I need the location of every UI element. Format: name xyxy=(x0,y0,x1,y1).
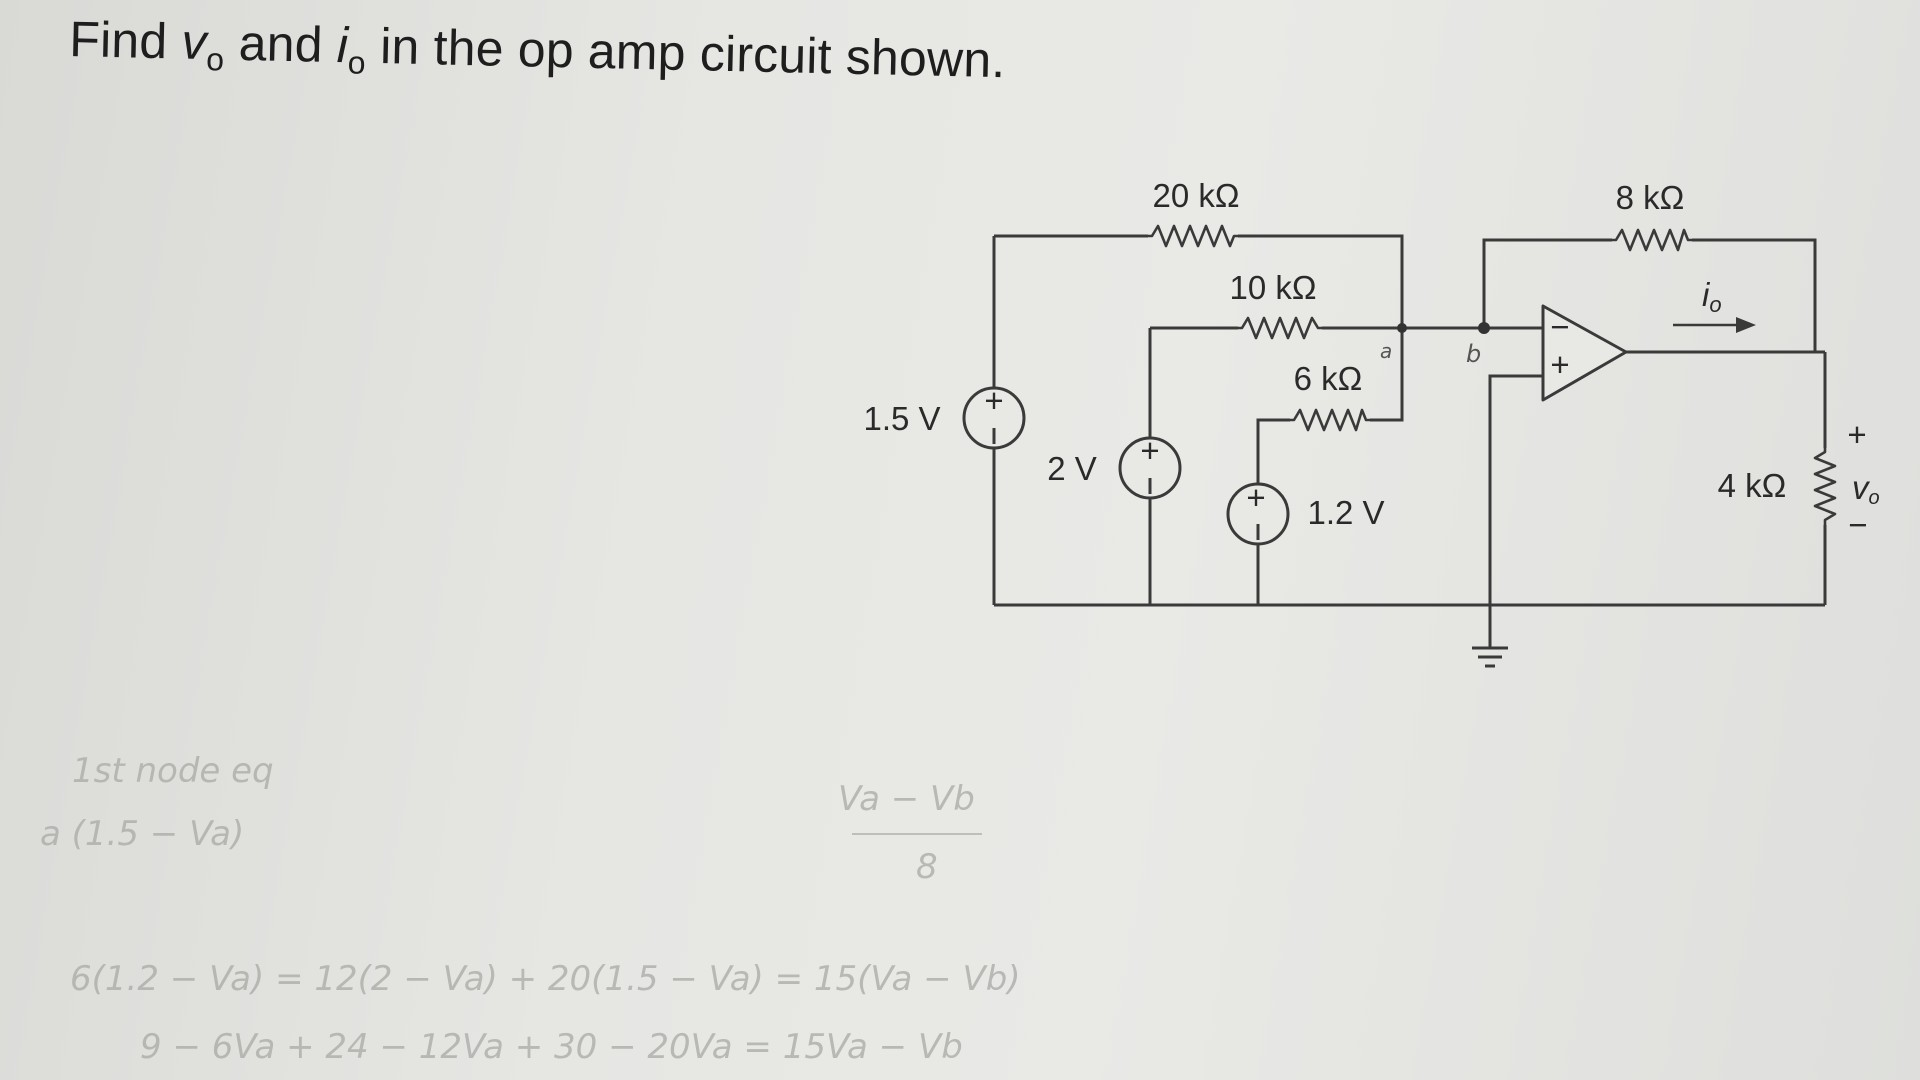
pencil-note-3: Va − Vb xyxy=(838,779,975,819)
wire-6k-left xyxy=(1256,418,1290,485)
pencil-note-6: 9 − 6Va + 24 − 12Va + 30 − 20Va = 15Va −… xyxy=(140,1027,963,1067)
source-2v-plus: + xyxy=(1140,432,1159,469)
vo-label-sub: o xyxy=(1869,487,1880,509)
opamp-icon xyxy=(1541,304,1628,402)
source-1-5v-label: 1.5 V xyxy=(863,400,940,437)
resistor-8k-icon xyxy=(1612,228,1692,252)
resistor-6k-icon xyxy=(1290,408,1370,432)
ground-icon xyxy=(1472,646,1508,668)
source-1-5v-plus: + xyxy=(984,382,1003,419)
resistor-10k-label: 10 kΩ xyxy=(1229,269,1316,306)
vo-label: vo xyxy=(1852,469,1880,509)
pencil-notes: 1st node eq a (1.5 − Va) Va − Vb 8 6(1.2… xyxy=(40,751,1021,1067)
pencil-note-1: 1st node eq xyxy=(72,751,274,791)
pencil-note-5: 6(1.2 − Va) = 12(2 − Va) + 20(1.5 − Va) … xyxy=(70,959,1021,999)
current-arrow-icon xyxy=(1673,317,1756,333)
wire-6k-right xyxy=(1370,328,1404,422)
pencil-note-4: 8 xyxy=(916,847,938,887)
vo-minus-sign: − xyxy=(1848,506,1867,543)
source-2v-label: 2 V xyxy=(1047,450,1097,487)
junction-node-b xyxy=(1478,322,1490,334)
wire-top-right xyxy=(1238,234,1404,328)
source-2v-icon xyxy=(1118,436,1182,500)
source-1-2v-icon xyxy=(1226,482,1290,546)
io-label: io xyxy=(1702,276,1722,317)
source-1-5v-icon xyxy=(962,386,1026,450)
opamp-noninverting-sign: + xyxy=(1550,346,1569,383)
resistor-20k-label: 20 kΩ xyxy=(1152,177,1239,214)
wire-noninverting-input xyxy=(1488,374,1543,648)
node-b-handwritten: b xyxy=(1466,340,1481,368)
wire-feedback-right xyxy=(1692,238,1817,352)
resistor-10k-icon xyxy=(1238,316,1322,340)
vo-label-symbol: v xyxy=(1852,469,1871,506)
opamp-inverting-sign: − xyxy=(1550,308,1569,345)
resistor-8k-label: 8 kΩ xyxy=(1616,179,1685,216)
io-label-sub: o xyxy=(1709,292,1721,317)
node-a-handwritten: a xyxy=(1380,339,1392,363)
resistor-4k-icon xyxy=(1813,448,1837,525)
io-label-symbol: i xyxy=(1702,276,1711,313)
junction-node-a xyxy=(1397,323,1407,333)
source-1-2v-label: 1.2 V xyxy=(1307,494,1384,531)
resistor-20k-icon xyxy=(1148,224,1238,248)
resistor-6k-label: 6 kΩ xyxy=(1294,360,1363,397)
vo-plus-sign: + xyxy=(1847,416,1866,453)
source-1-2v-plus: + xyxy=(1246,479,1265,516)
wire-feedback-left xyxy=(1482,238,1612,328)
pencil-note-2: a (1.5 − Va) xyxy=(40,814,244,854)
resistor-4k-label: 4 kΩ xyxy=(1718,467,1787,504)
